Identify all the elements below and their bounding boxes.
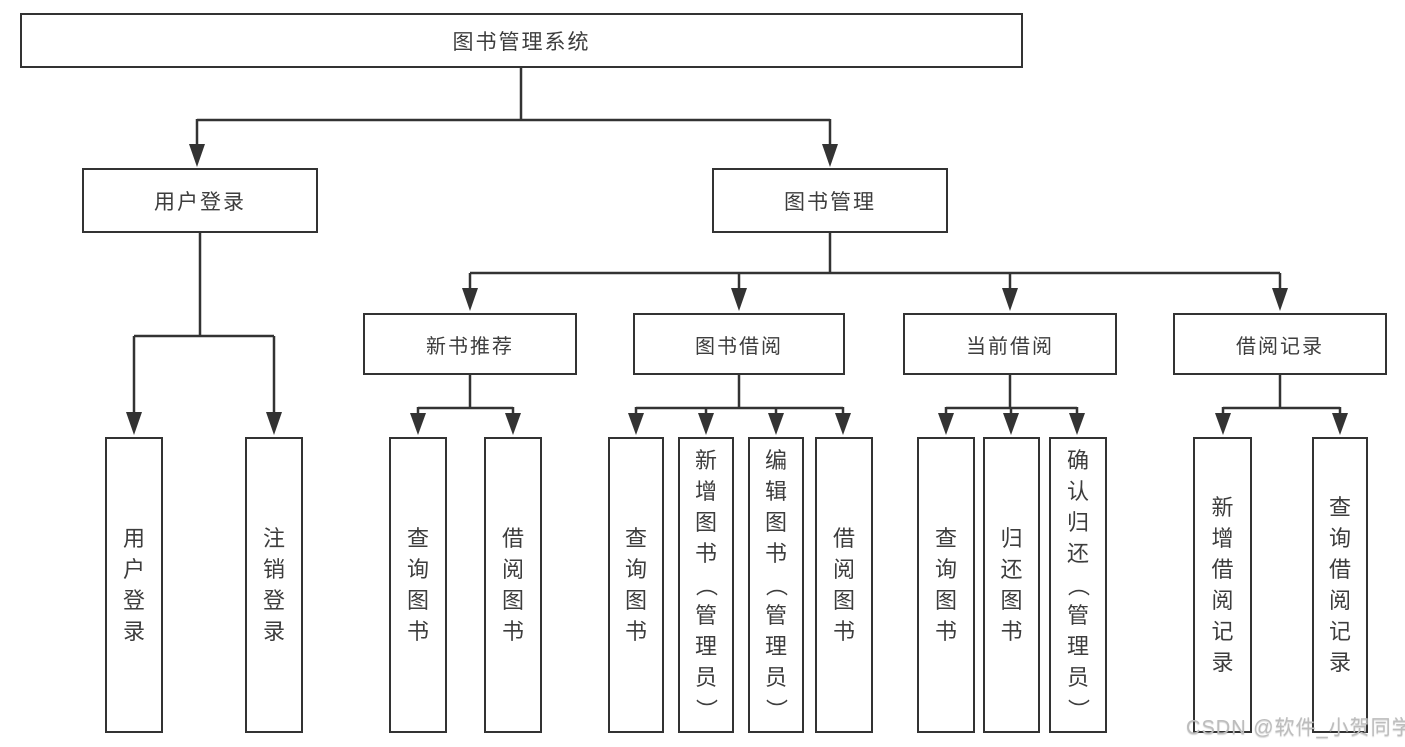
node-book-management: 图书管理 [712,168,948,233]
node-new-book-recommend: 新书推荐 [363,313,577,375]
arrowheads [126,144,1348,435]
csdn-watermark: CSDN @软件_小贺同学 [1186,717,1405,739]
leaf-label: 借阅图书 [501,525,524,644]
node-label: 图书借阅 [695,335,783,358]
leaf-label: 查询借阅记录 [1328,494,1351,675]
node-borrow-records: 借阅记录 [1173,313,1387,375]
node-label: 当前借阅 [966,335,1054,358]
node-label: 新书推荐 [426,335,514,358]
leaf-logout: 注销登录 [245,437,303,733]
leaf-label: 用户登录 [122,525,145,644]
leaf-borrow-books: 借阅图书 [815,437,873,733]
node-book-borrow: 图书借阅 [633,313,845,375]
leaf-user-login: 用户登录 [105,437,163,733]
node-label: 图书管理 [784,190,876,214]
leaf-label: 新增图书（管理员） [693,448,719,721]
leaf-borrow-query-books: 查询图书 [608,437,664,733]
leaf-label: 确认归还（管理员） [1065,448,1091,721]
leaf-add-books-admin: 新增图书（管理员） [678,437,734,733]
leaf-label: 查询图书 [406,525,429,644]
leaf-add-borrow-record: 新增借阅记录 [1193,437,1252,733]
leaf-recommend-borrow-books: 借阅图书 [484,437,542,733]
leaf-label: 注销登录 [262,525,285,644]
node-label: 图书管理系统 [452,30,591,54]
leaf-query-borrow-record: 查询借阅记录 [1312,437,1368,733]
leaf-label: 新增借阅记录 [1211,494,1234,675]
node-label: 借阅记录 [1236,335,1324,358]
leaf-recommend-query-books: 查询图书 [389,437,447,733]
leaf-label: 查询图书 [934,525,957,644]
node-library-management-system: 图书管理系统 [20,13,1023,68]
leaf-edit-books-admin: 编辑图书（管理员） [748,437,804,733]
leaf-label: 查询图书 [624,525,647,644]
node-user-login: 用户登录 [82,168,318,233]
leaf-confirm-return-admin: 确认归还（管理员） [1049,437,1107,733]
leaf-label: 归还图书 [1000,525,1023,644]
node-current-borrow: 当前借阅 [903,313,1117,375]
leaf-label: 编辑图书（管理员） [763,448,789,721]
node-label: 用户登录 [154,190,246,214]
leaf-return-books: 归还图书 [983,437,1040,733]
leaf-label: 借阅图书 [832,525,855,644]
leaf-current-query-books: 查询图书 [917,437,975,733]
